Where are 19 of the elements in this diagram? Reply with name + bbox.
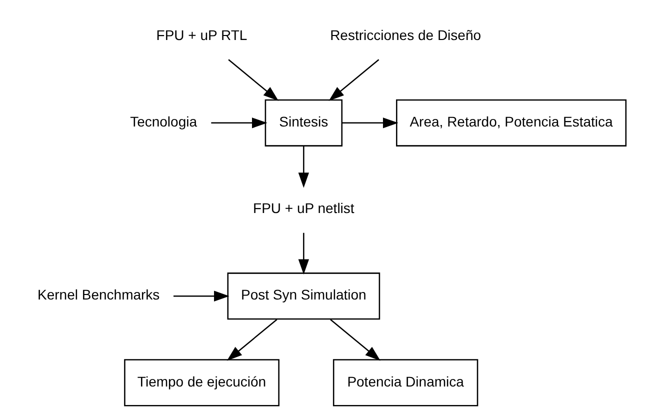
arrow bbox=[328, 59, 380, 101]
arrow bbox=[228, 59, 279, 101]
arrow bbox=[330, 318, 380, 361]
node-text: Tecnologia bbox=[130, 113, 198, 130]
node-box: Tiempo de ejecución bbox=[124, 359, 280, 406]
node-box: Potencia Dinamica bbox=[332, 359, 478, 406]
node-text: FPU + uP netlist bbox=[253, 200, 354, 216]
node-text: Kernel Benchmarks bbox=[38, 286, 160, 303]
node-text: Restricciones de Diseño bbox=[330, 26, 482, 43]
node-text: FPU + uP RTL bbox=[156, 26, 248, 43]
node-box: Post Syn Simulation bbox=[227, 272, 380, 320]
arrow bbox=[298, 146, 310, 188]
node-box: Sintesis bbox=[264, 99, 343, 146]
arrow bbox=[226, 318, 278, 361]
arrow bbox=[298, 232, 310, 275]
arrow bbox=[342, 118, 398, 128]
arrow bbox=[211, 118, 268, 128]
arrow bbox=[174, 290, 230, 302]
node-box: Area, Retardo, Potencia Estatica bbox=[396, 99, 627, 146]
